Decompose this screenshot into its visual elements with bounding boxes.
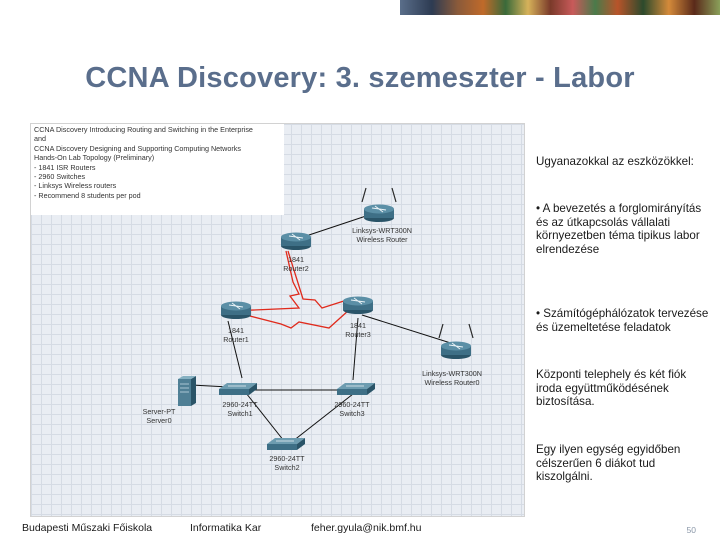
info-line: - 1841 ISR Routers — [34, 162, 96, 172]
router2-model-label: 1841 — [288, 255, 304, 264]
footer-school: Budapesti Műszaki Főiskola — [22, 522, 153, 534]
info-line: Hands-On Lab Topology (Preliminary) — [34, 153, 155, 163]
serial-link-router2-router3 — [287, 250, 348, 309]
switch3-name-label: Switch3 — [339, 409, 364, 418]
link-router3-switch3 — [352, 317, 359, 381]
side-bullet-2: • Számítógéphálózatok tervezése és üzeme… — [536, 307, 709, 334]
serial-link-router2-router1 — [230, 250, 301, 312]
router1-model-label: 1841 — [228, 326, 244, 335]
wrt-top-model-label: Linksys-WRT300N — [352, 226, 412, 235]
header-banner — [0, 0, 720, 15]
side-intro: Ugyanazokkal az eszközökkel: — [536, 155, 694, 168]
info-line: - 2960 Switches — [34, 172, 86, 182]
link-router3-wrt — [361, 314, 458, 346]
slide-title: CCNA Discovery: 3. szemeszter - Labor — [85, 62, 635, 94]
wrt-right-name-label: Wireless Router0 — [424, 378, 479, 387]
wrt-top-name-label: Wireless Router — [356, 235, 408, 244]
switch3-model-label: 2960-24TT — [334, 400, 370, 409]
server-name-label: Server0 — [146, 416, 171, 425]
linksys-wireless-router-icon[interactable] — [361, 187, 397, 222]
router3-model-label: 1841 — [350, 321, 366, 330]
server-model-label: Server-PT — [143, 407, 176, 416]
router3-name-label: Router3 — [345, 330, 371, 339]
link-switch1-switch2 — [245, 392, 285, 442]
switch1-name-label: Switch1 — [227, 409, 252, 418]
side-paragraph-4: Egy ilyen egység egyidőben célszerűen 6 … — [536, 443, 681, 483]
switch1-icon[interactable] — [219, 383, 257, 395]
info-line: - Linksys Wireless routers — [34, 181, 117, 191]
switch1-model-label: 2960-24TT — [222, 400, 258, 409]
side-paragraph-3: Központi telephely és két fiók iroda egy… — [536, 368, 687, 408]
info-line: and — [34, 134, 46, 144]
banner-blank — [0, 0, 400, 15]
footer-email[interactable]: feher.gyula@nik.bmf.hu — [311, 522, 422, 534]
wrt-right-model-label: Linksys-WRT300N — [422, 369, 482, 378]
router2-icon[interactable] — [281, 232, 311, 251]
topology-svg: Linksys-WRT300N Wireless Router 1841 Rou… — [143, 187, 482, 472]
router2-name-label: Router2 — [283, 264, 309, 273]
switch2-icon[interactable] — [267, 438, 305, 450]
info-line: - Recommend 8 students per pod — [34, 190, 141, 200]
switch3-icon[interactable] — [337, 383, 375, 395]
page-number: 50 — [686, 525, 696, 535]
topology-diagram: Linksys-WRT300N Wireless Router 1841 Rou… — [30, 123, 525, 517]
router3-icon[interactable] — [343, 296, 373, 315]
link-switch3-switch2 — [292, 393, 354, 442]
linksys-wireless-router0-icon[interactable] — [438, 323, 474, 359]
side-bullet-1: • A bevezetés a forglomirányítás és az ú… — [536, 202, 702, 256]
server-icon[interactable] — [178, 376, 196, 406]
switch2-name-label: Switch2 — [274, 463, 299, 472]
topology-info-box: CCNA Discovery Introducing Routing and S… — [31, 124, 284, 215]
info-line: CCNA Discovery Designing and Supporting … — [34, 143, 241, 153]
router1-icon[interactable] — [221, 301, 251, 320]
footer-department: Informatika Kar — [190, 522, 262, 534]
banner-photo — [400, 0, 720, 15]
links — [190, 212, 458, 442]
info-line: CCNA Discovery Introducing Routing and S… — [34, 125, 253, 134]
router1-name-label: Router1 — [223, 335, 249, 344]
switch2-model-label: 2960-24TT — [269, 454, 305, 463]
serial-link-router1-router3 — [241, 309, 350, 329]
link-router1-switch1 — [227, 320, 243, 379]
